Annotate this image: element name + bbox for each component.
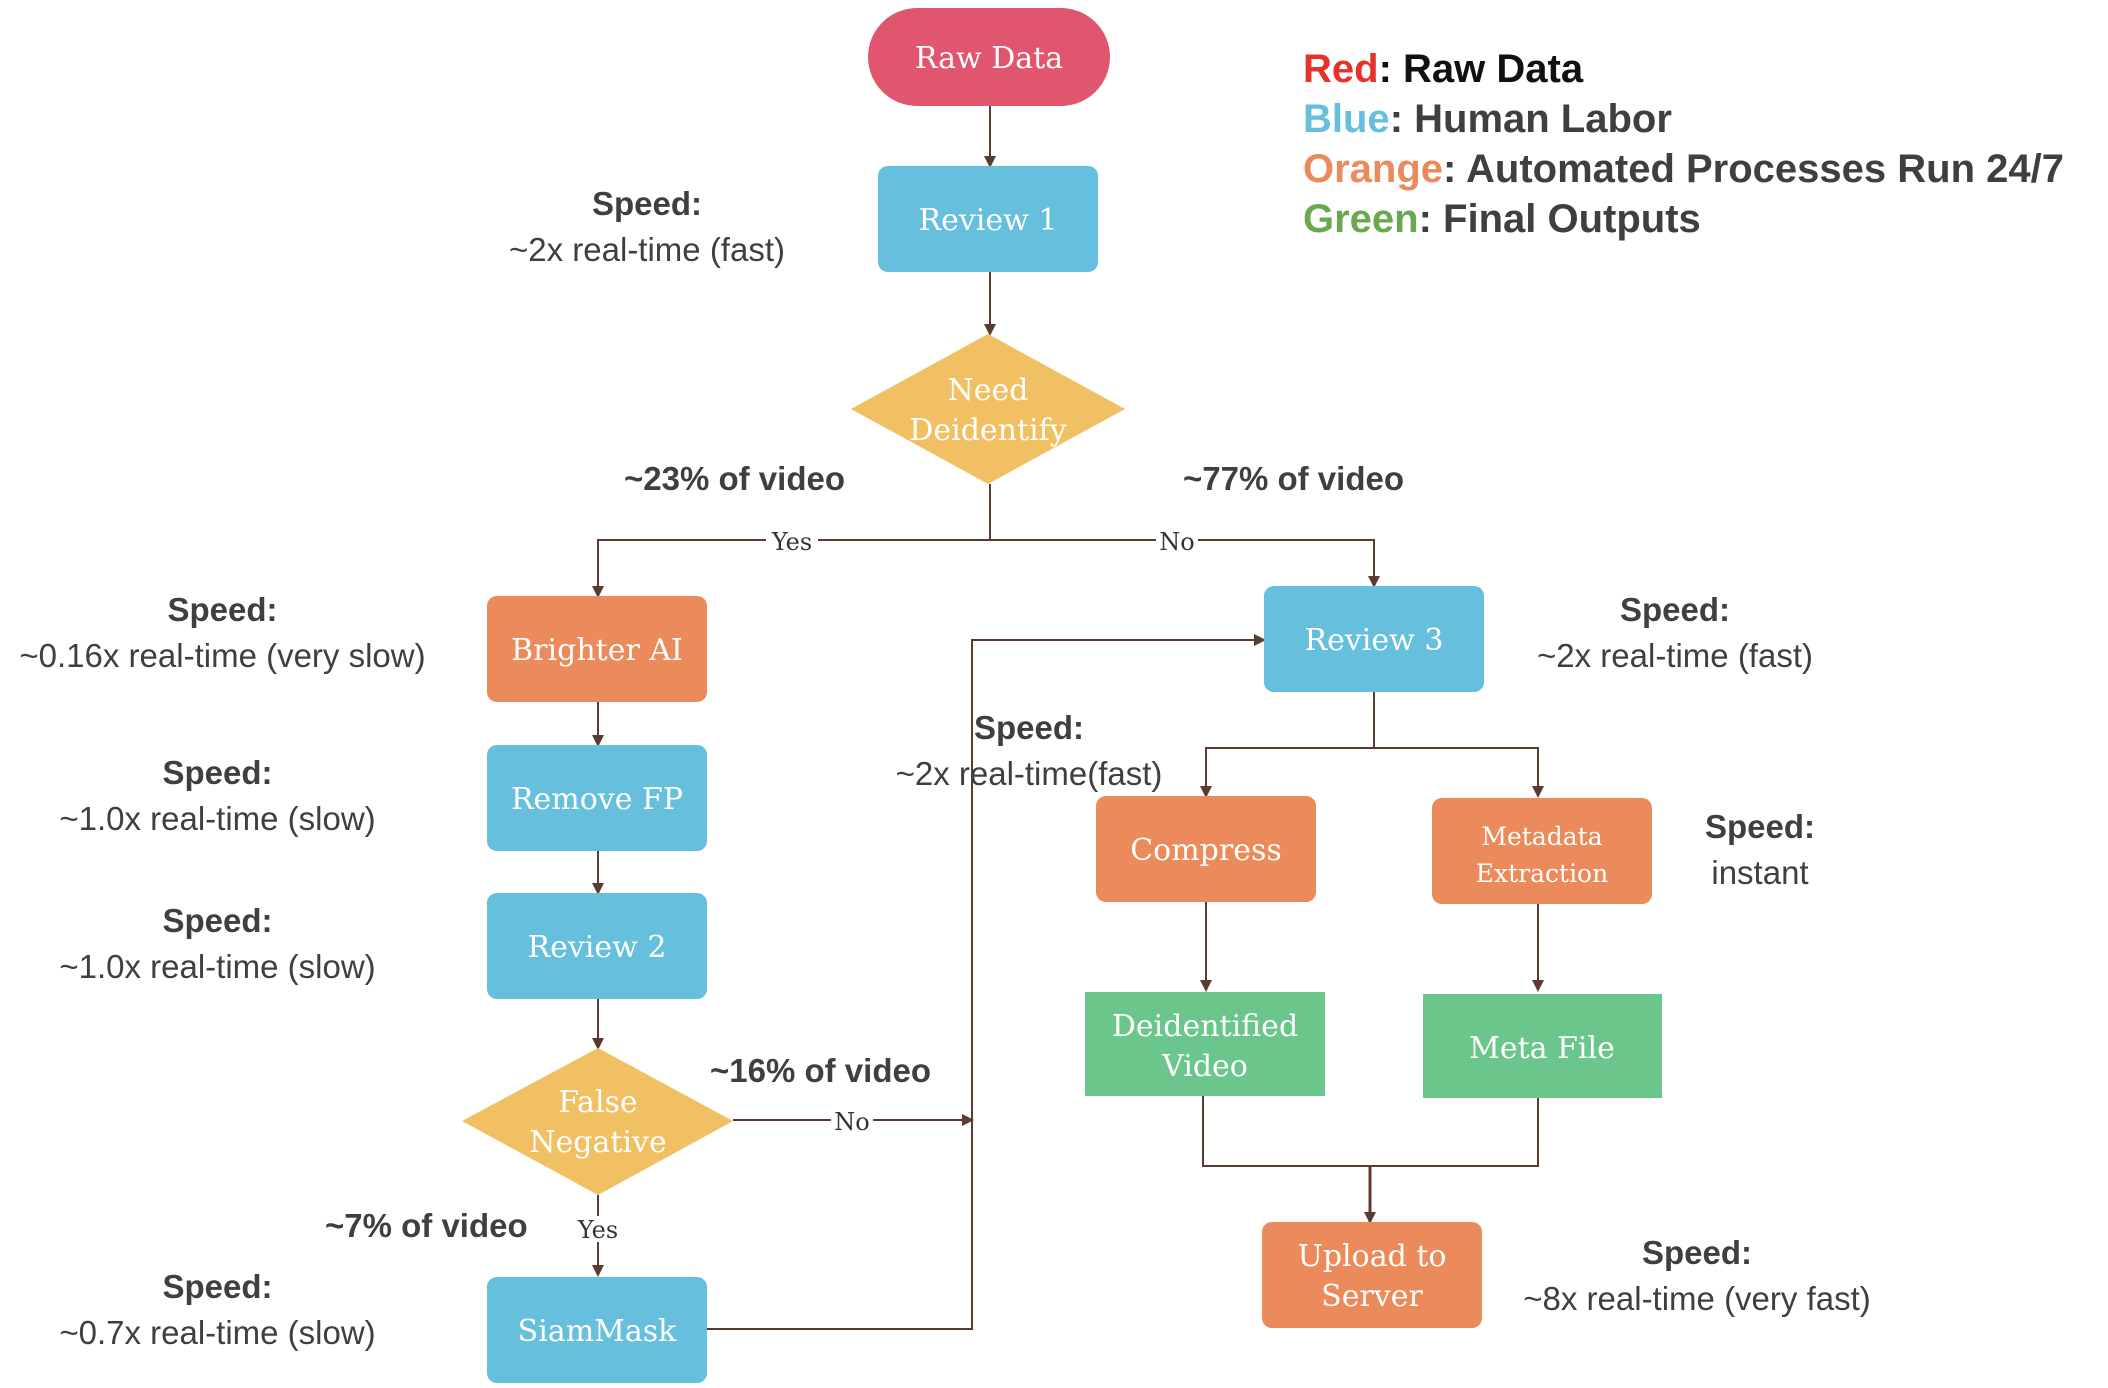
speed-review1-value: ~2x real-time (fast) (509, 231, 785, 268)
speed-remove-fp-value: ~1.0x real-time (slow) (59, 800, 376, 837)
color-legend: Red: Raw Data Blue: Human Labor Orange: … (1303, 44, 2064, 244)
node-siammask[interactable]: SiamMask (487, 1277, 707, 1383)
node-brighter-ai-label: Brighter AI (511, 633, 683, 668)
pct-77: ~77% of video (1183, 460, 1404, 497)
node-raw-data-label: Raw Data (915, 41, 1063, 76)
edge-yes-to-brighter-ai (592, 539, 990, 598)
node-remove-fp-label: Remove FP (511, 782, 683, 817)
speed-review1-label: Speed: (591, 185, 703, 222)
node-compress[interactable]: Compress (1096, 796, 1316, 902)
edge-review3-split (1200, 692, 1375, 798)
node-deidentified-video-line1: Deidentified (1112, 1009, 1298, 1044)
node-false-negative[interactable]: False Negative (462, 1048, 733, 1195)
speed-metadata-value: instant (1711, 854, 1809, 891)
node-deidentified-video[interactable]: Deidentified Video (1085, 992, 1325, 1096)
legend-text-orange: : Automated Processes Run 24/7 (1443, 147, 2064, 191)
node-upload-to-server[interactable]: Upload to Server (1262, 1222, 1482, 1328)
node-upload-line2: Server (1321, 1279, 1423, 1314)
connectors (592, 106, 1544, 1330)
node-review1[interactable]: Review 1 (878, 166, 1098, 272)
speed-upload-value: ~8x real-time (very fast) (1523, 1280, 1871, 1317)
legend-key-green: Green (1303, 197, 1419, 241)
node-raw-data[interactable]: Raw Data (868, 8, 1110, 106)
speed-upload-label: Speed: (1641, 1234, 1753, 1271)
speed-brighter-ai-value: ~0.16x real-time (very slow) (19, 637, 426, 674)
legend-text-blue: : Human Labor (1389, 97, 1672, 141)
speed-siammask-value: ~0.7x real-time (slow) (59, 1314, 376, 1351)
node-need-deidentify-line1: Need (948, 373, 1029, 408)
node-deidentified-video-line2: Video (1161, 1049, 1248, 1084)
speed-remove-fp: Speed: ~1.0x real-time (slow) (40, 750, 395, 842)
legend-key-blue: Blue (1303, 97, 1390, 141)
pct-16: ~16% of video (710, 1052, 931, 1089)
node-review3-label: Review 3 (1305, 623, 1444, 658)
legend-key-orange: Orange (1303, 147, 1444, 191)
speed-review2-value: ~1.0x real-time (slow) (59, 948, 376, 985)
yes-fn-label-bg (574, 1216, 622, 1242)
node-review1-label: Review 1 (919, 203, 1058, 238)
legend-text-green: : Final Outputs (1418, 197, 1701, 241)
node-remove-fp[interactable]: Remove FP (487, 745, 707, 851)
edge-no-to-review3 (990, 539, 1380, 588)
speed-metadata: Speed: instant (1680, 804, 1840, 896)
edge-label-no-fn: No (834, 1108, 869, 1136)
speed-siammask: Speed: ~0.7x real-time (slow) (40, 1264, 395, 1356)
node-meta-file-label: Meta File (1469, 1031, 1615, 1066)
node-brighter-ai[interactable]: Brighter AI (487, 596, 707, 702)
speed-review3-value: ~2x real-time (fast) (1537, 637, 1813, 674)
legend-text-red: : Raw Data (1378, 47, 1584, 91)
yes-label-bg (766, 528, 818, 554)
node-meta-file[interactable]: Meta File (1423, 994, 1662, 1098)
no-label-bg (1156, 528, 1198, 554)
speed-upload: Speed: ~8x real-time (very fast) (1497, 1230, 1897, 1322)
legend-row-green: Green: Final Outputs (1303, 194, 2064, 244)
node-need-deidentify-line2: Deidentify (909, 413, 1066, 448)
legend-row-red: Red: Raw Data (1303, 44, 2064, 94)
edge-siammask-to-review3 (705, 634, 1266, 1330)
node-upload-line1: Upload to (1298, 1239, 1447, 1274)
speed-remove-fp-label: Speed: (162, 754, 273, 791)
pct-23: ~23% of video (624, 460, 845, 497)
speed-review2: Speed: ~1.0x real-time (slow) (40, 898, 395, 990)
legend-key-red: Red (1303, 47, 1379, 91)
node-false-negative-line2: Negative (529, 1125, 666, 1160)
speed-middle-label: Speed: (973, 709, 1085, 746)
speed-metadata-label: Speed: (1704, 808, 1816, 845)
node-siammask-label: SiamMask (518, 1314, 677, 1349)
node-review2[interactable]: Review 2 (487, 893, 707, 999)
speed-review1: Speed: ~2x real-time (fast) (493, 181, 801, 273)
speed-brighter-ai: Speed: ~0.16x real-time (very slow) (0, 587, 445, 679)
edge-label-yes: Yes (771, 528, 812, 556)
node-false-negative-line1: False (558, 1085, 637, 1120)
node-metadata-extraction[interactable]: Metadata Extraction (1432, 798, 1652, 904)
speed-siammask-label: Speed: (162, 1268, 273, 1305)
speed-brighter-ai-label: Speed: (167, 591, 278, 628)
speed-review2-label: Speed: (162, 902, 273, 939)
node-compress-label: Compress (1130, 833, 1282, 868)
edge-review3-to-metadata (1374, 747, 1544, 798)
speed-review3: Speed: ~2x real-time (fast) (1515, 587, 1835, 679)
edge-outputs-merge (1202, 1096, 1539, 1167)
edge-label-yes-fn: Yes (577, 1216, 618, 1244)
node-need-deidentify[interactable]: Need Deidentify (851, 334, 1125, 484)
node-review3[interactable]: Review 3 (1264, 586, 1484, 692)
speed-middle: Speed: ~2x real-time(fast) (876, 705, 1182, 797)
no-fn-label-bg (831, 1108, 873, 1134)
speed-review3-label: Speed: (1619, 591, 1731, 628)
node-metadata-extraction-line2: Extraction (1476, 859, 1608, 888)
speed-middle-value: ~2x real-time(fast) (895, 755, 1163, 792)
legend-row-orange: Orange: Automated Processes Run 24/7 (1303, 144, 2064, 194)
legend-row-blue: Blue: Human Labor (1303, 94, 2064, 144)
node-review2-label: Review 2 (528, 930, 667, 965)
edge-label-no: No (1159, 528, 1194, 556)
pct-7: ~7% of video (325, 1207, 528, 1244)
node-metadata-extraction-line1: Metadata (1481, 822, 1602, 851)
